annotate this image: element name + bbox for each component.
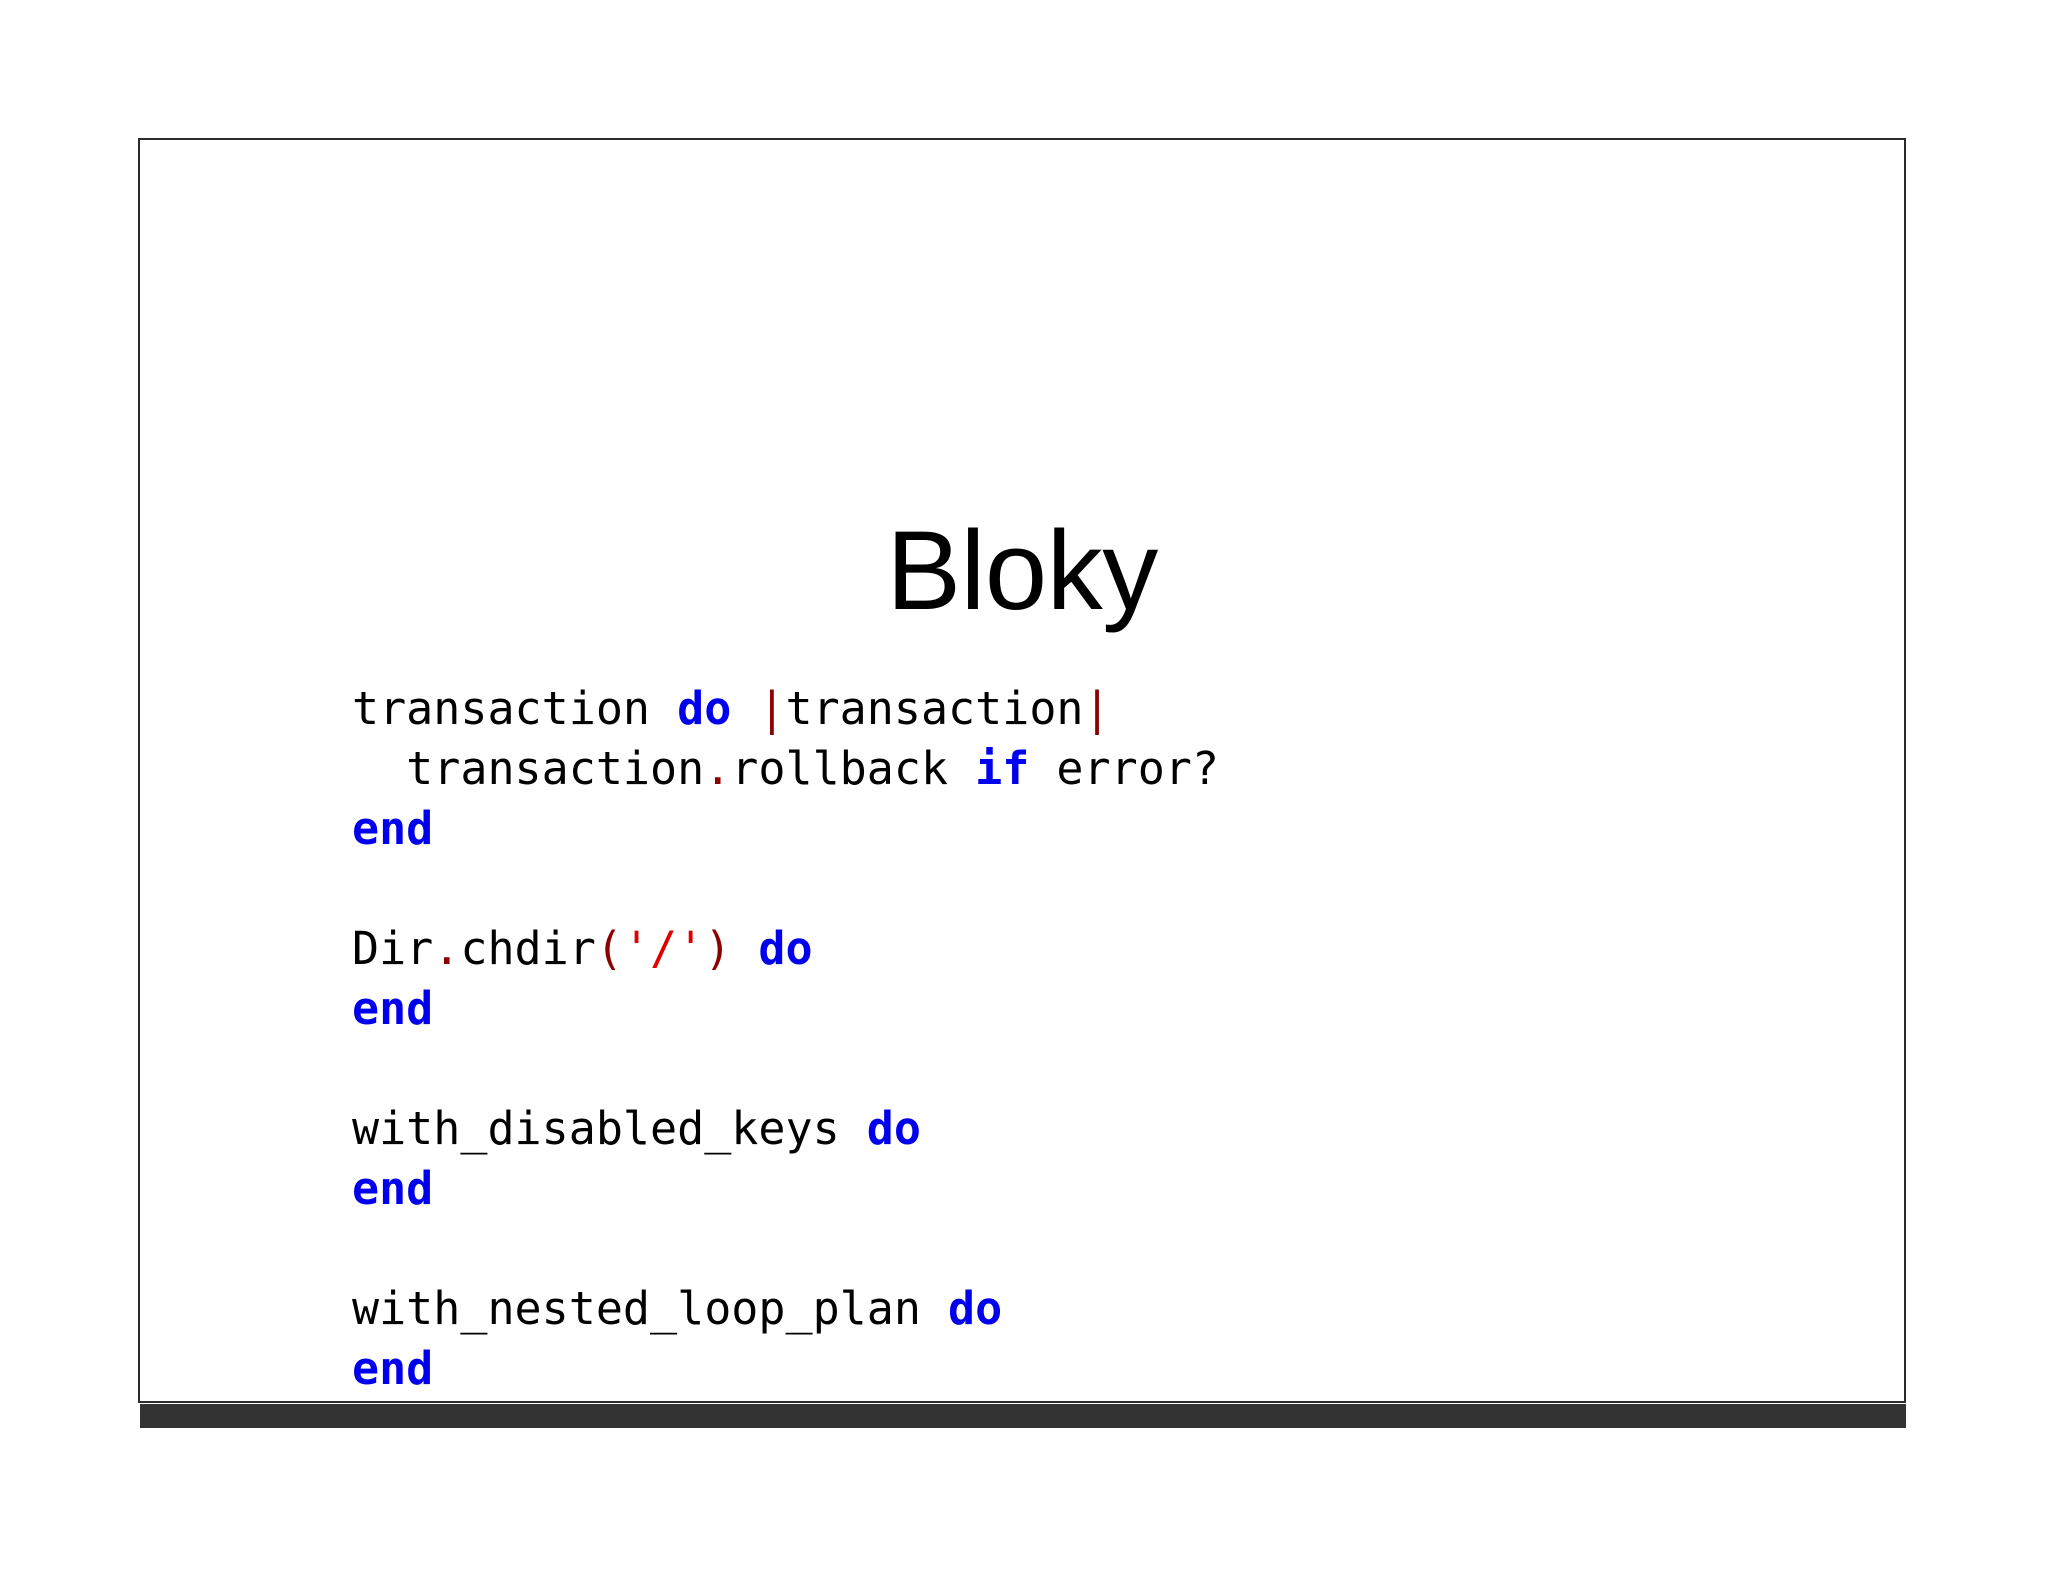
slide-bottom-bar: [140, 1404, 1906, 1428]
code-token-plain: [731, 682, 758, 735]
code-token-plain: transaction: [352, 682, 678, 735]
code-line: end: [352, 1339, 1219, 1399]
code-block: transaction do |transaction| transaction…: [352, 679, 1219, 1399]
code-line: transaction do |transaction|: [352, 679, 1219, 739]
code-token-punct: ): [704, 922, 732, 975]
code-token-keyword: end: [352, 802, 434, 855]
code-token-keyword: do: [758, 922, 813, 975]
code-token-punct: |: [758, 682, 786, 735]
code-line: transaction.rollback if error?: [352, 739, 1219, 799]
code-token-plain: transaction: [785, 682, 1084, 735]
code-line: end: [352, 799, 1219, 859]
code-token-plain: Dir: [352, 922, 434, 975]
code-line: Dir.chdir('/') do: [352, 919, 1219, 979]
code-token-plain: [731, 922, 758, 975]
code-token-keyword: end: [352, 1342, 434, 1395]
page-title: Bloky: [886, 508, 1158, 634]
code-line: [352, 1219, 1219, 1279]
code-token-punct: .: [433, 922, 461, 975]
code-token-plain: rollback: [731, 742, 976, 795]
code-token-punct: (: [595, 922, 623, 975]
code-line: [352, 859, 1219, 919]
code-token-keyword: do: [948, 1282, 1003, 1335]
code-token-punct: .: [704, 742, 732, 795]
code-token-plain: error?: [1029, 742, 1219, 795]
code-line: with_disabled_keys do: [352, 1099, 1219, 1159]
code-token-keyword: do: [866, 1102, 921, 1155]
code-token-plain: chdir: [460, 922, 596, 975]
code-token-plain: with_disabled_keys: [352, 1102, 867, 1155]
code-token-plain: transaction: [352, 742, 705, 795]
code-token-plain: with_nested_loop_plan: [352, 1282, 949, 1335]
code-line: end: [352, 979, 1219, 1039]
code-token-keyword: do: [677, 682, 732, 735]
code-line: end: [352, 1159, 1219, 1219]
code-token-keyword: end: [352, 982, 434, 1035]
code-token-keyword: if: [975, 742, 1030, 795]
code-token-string: '/': [622, 922, 705, 975]
code-token-punct: |: [1083, 682, 1111, 735]
code-line: with_nested_loop_plan do: [352, 1279, 1219, 1339]
code-line: [352, 1039, 1219, 1099]
code-token-keyword: end: [352, 1162, 434, 1215]
slide-frame: Bloky transaction do |transaction| trans…: [138, 138, 1906, 1403]
